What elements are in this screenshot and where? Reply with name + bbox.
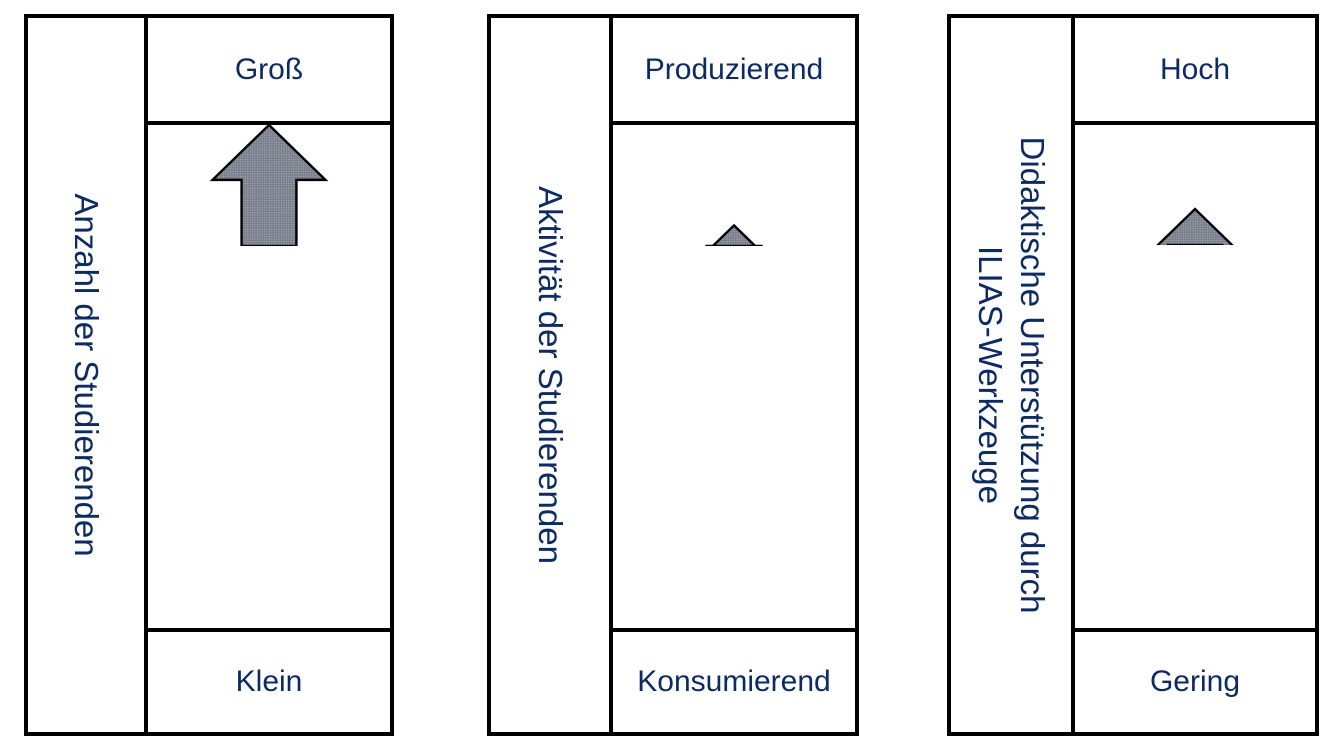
scale-top-cell: Groß	[148, 18, 390, 125]
side-label: Didaktische Unterstützung durch ILIAS-We…	[969, 137, 1053, 614]
scale-column: Groß Klein	[148, 18, 390, 732]
side-label: Aktivität der Studierenden	[529, 186, 571, 564]
scale-top-cell: Produzierend	[613, 18, 855, 125]
arrow-shape	[705, 223, 763, 246]
side-label-box: Didaktische Unterstützung durch ILIAS-We…	[951, 18, 1075, 732]
scale-top-cell: Hoch	[1075, 18, 1315, 125]
side-label-line: Didaktische Unterstützung durch	[1014, 136, 1051, 614]
scale-bottom-label: Konsumierend	[637, 665, 831, 698]
scale-bottom-label: Klein	[235, 665, 303, 698]
side-label-line: Anzahl der Studierenden	[68, 193, 105, 557]
side-label-line: ILIAS-Werkzeuge	[972, 245, 1009, 504]
scale-bottom-cell: Klein	[148, 628, 390, 732]
side-label: Anzahl der Studierenden	[65, 193, 107, 556]
scale-bottom-cell: Konsumierend	[613, 628, 855, 732]
scale-bottom-cell: Gering	[1075, 628, 1315, 732]
panel-didactic-support: Didaktische Unterstützung durch ILIAS-We…	[947, 14, 1319, 736]
scale-top-label: Hoch	[1159, 52, 1231, 86]
side-label-line: Aktivität der Studierenden	[532, 186, 569, 564]
scale-top-label: Groß	[234, 52, 304, 86]
arrow-shape	[209, 125, 329, 246]
scale-bottom-label: Gering	[1149, 665, 1241, 698]
scale-column: Produzierend Konsumierend	[613, 18, 855, 732]
level-arrow-icon	[209, 125, 329, 246]
arrow-shape	[1156, 207, 1234, 245]
side-label-box: Anzahl der Studierenden	[28, 18, 148, 732]
side-label-box: Aktivität der Studierenden	[491, 18, 613, 732]
panel-student-count: Anzahl der Studierenden Groß Klein	[24, 14, 394, 736]
level-arrow-icon	[1156, 207, 1234, 245]
scale-column: Hoch Gering	[1075, 18, 1315, 732]
level-arrow-icon	[705, 223, 763, 246]
scale-top-label: Produzierend	[644, 52, 824, 86]
panel-student-activity: Aktivität der Studierenden Produzierend …	[487, 14, 859, 736]
